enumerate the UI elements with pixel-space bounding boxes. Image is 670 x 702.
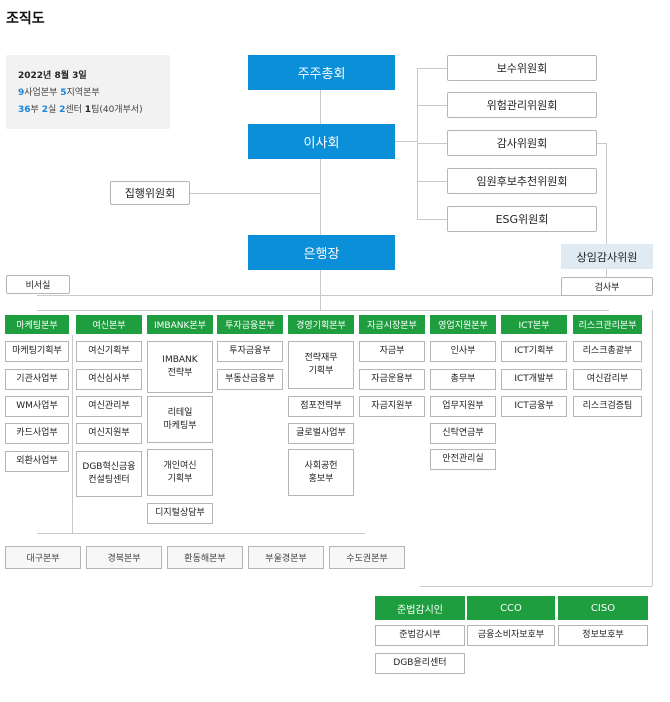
dept-box[interactable]: ICT금융부 <box>501 396 567 417</box>
division-header[interactable]: ICT본부 <box>501 315 567 334</box>
connector-divisions <box>37 310 609 311</box>
officer-dept-box[interactable]: DGB윤리센터 <box>375 653 465 674</box>
officer-dept-box[interactable]: 금융소비자보호부 <box>467 625 555 646</box>
connector-regions <box>37 533 365 534</box>
division-header[interactable]: 영업지원본부 <box>430 315 496 334</box>
standing-auditor-box[interactable]: 상임감사위원 <box>561 244 653 269</box>
connector-committee-2 <box>417 105 447 106</box>
officer-header[interactable]: CCO <box>467 596 555 620</box>
connector-executive <box>190 193 320 194</box>
dept-box[interactable]: 자금부 <box>359 341 425 362</box>
connector-secretariat <box>37 295 608 296</box>
dept-box[interactable]: ICT기획부 <box>501 341 567 362</box>
shareholders-meeting-box[interactable]: 주주총회 <box>248 55 395 90</box>
dept-box[interactable]: 카드사업부 <box>5 423 69 444</box>
dept-box[interactable]: 글로벌사업부 <box>288 423 354 444</box>
dept-box[interactable]: IMBANK 전략부 <box>147 341 213 393</box>
summary-line-2: 36부 2실 2센터 1팀(40개부서) <box>18 105 143 115</box>
dept-box[interactable]: ICT개발부 <box>501 369 567 390</box>
dept-box[interactable]: 외환사업부 <box>5 451 69 472</box>
committee-box[interactable]: 위험관리위원회 <box>447 92 597 118</box>
audit-dept-box[interactable]: 검사부 <box>561 277 653 296</box>
dept-box[interactable]: 기관사업부 <box>5 369 69 390</box>
connector-committee-1 <box>417 68 447 69</box>
officer-header[interactable]: 준법감시인 <box>375 596 465 620</box>
connector-audit <box>597 143 606 144</box>
dept-box[interactable]: 부동산금융부 <box>217 369 283 390</box>
dept-box[interactable]: 마케팅기획부 <box>5 341 69 362</box>
dept-box[interactable]: 디지털상담부 <box>147 503 213 524</box>
dept-box[interactable]: 자금운용부 <box>359 369 425 390</box>
dept-box[interactable]: 리스크총괄부 <box>573 341 642 362</box>
regional-hq-box[interactable]: 경북본부 <box>86 546 162 569</box>
dept-box[interactable]: 리테일 마케팅부 <box>147 396 213 443</box>
division-header[interactable]: 마케팅본부 <box>5 315 69 334</box>
dept-box[interactable]: 전략재무 기획부 <box>288 341 354 389</box>
summary-line-1: 9사업본부 5지역본부 <box>18 88 100 98</box>
dept-box[interactable]: 여신심사부 <box>76 369 142 390</box>
connector-committee-3 <box>417 143 447 144</box>
connector-officer-right <box>652 310 653 586</box>
division-header[interactable]: 리스크관리본부 <box>573 315 642 334</box>
dept-box[interactable]: 자금지원부 <box>359 396 425 417</box>
dept-box[interactable]: 사회공헌 홍보부 <box>288 449 354 496</box>
connector-region-trunk <box>72 335 73 533</box>
connector-committee-5 <box>417 219 447 220</box>
summary-date: 2022년 8월 3일 <box>18 71 87 81</box>
ceo-box[interactable]: 은행장 <box>248 235 395 270</box>
division-header[interactable]: 자금시장본부 <box>359 315 425 334</box>
committee-box[interactable]: 임원후보추천위원회 <box>447 168 597 194</box>
dept-box[interactable]: 여신감리부 <box>573 369 642 390</box>
committee-box[interactable]: ESG위원회 <box>447 206 597 232</box>
division-header[interactable]: 투자금융본부 <box>217 315 283 334</box>
division-header[interactable]: 경영기획본부 <box>288 315 354 334</box>
committee-box[interactable]: 감사위원회 <box>447 130 597 156</box>
dept-box[interactable]: 투자금융부 <box>217 341 283 362</box>
dept-box[interactable]: 여신관리부 <box>76 396 142 417</box>
dept-box[interactable]: DGB혁신금융 컨설팅센터 <box>76 451 142 497</box>
dept-box[interactable]: 여신지원부 <box>76 423 142 444</box>
regional-hq-box[interactable]: 부울경본부 <box>248 546 324 569</box>
committee-box[interactable]: 보수위원회 <box>447 55 597 81</box>
regional-hq-box[interactable]: 환동해본부 <box>167 546 243 569</box>
connector-main-vertical <box>320 90 321 236</box>
officer-dept-box[interactable]: 정보보호부 <box>558 625 648 646</box>
secretariat-box[interactable]: 비서실 <box>6 275 70 294</box>
dept-box[interactable]: 안전관리실 <box>430 449 496 470</box>
dept-box[interactable]: 여신기획부 <box>76 341 142 362</box>
executive-committee-box[interactable]: 집행위원회 <box>110 181 190 205</box>
regional-hq-box[interactable]: 수도권본부 <box>329 546 405 569</box>
connector-committee-4 <box>417 181 447 182</box>
dept-box[interactable]: WM사업부 <box>5 396 69 417</box>
connector-auditor-dept <box>606 269 607 277</box>
connector-officers <box>420 586 652 587</box>
dept-box[interactable]: 총무부 <box>430 369 496 390</box>
officer-dept-box[interactable]: 준법감시부 <box>375 625 465 646</box>
dept-box[interactable]: 리스크검증팀 <box>573 396 642 417</box>
dept-box[interactable]: 개인여신 기획부 <box>147 449 213 496</box>
division-header[interactable]: IMBANK본부 <box>147 315 213 334</box>
dept-box[interactable]: 신탁연금부 <box>430 423 496 444</box>
dept-box[interactable]: 점포전략부 <box>288 396 354 417</box>
division-header[interactable]: 여신본부 <box>76 315 142 334</box>
board-box[interactable]: 이사회 <box>248 124 395 159</box>
officer-header[interactable]: CISO <box>558 596 648 620</box>
regional-hq-box[interactable]: 대구본부 <box>5 546 81 569</box>
page-title: 조직도 <box>6 11 45 27</box>
connector-audit-vertical <box>606 143 607 244</box>
connector-ceo-down <box>320 270 321 310</box>
dept-box[interactable]: 업무지원부 <box>430 396 496 417</box>
org-summary-box: 2022년 8월 3일 9사업본부 5지역본부 36부 2실 2센터 1팀(40… <box>6 55 170 129</box>
connector-board-committees <box>395 141 417 142</box>
dept-box[interactable]: 인사부 <box>430 341 496 362</box>
